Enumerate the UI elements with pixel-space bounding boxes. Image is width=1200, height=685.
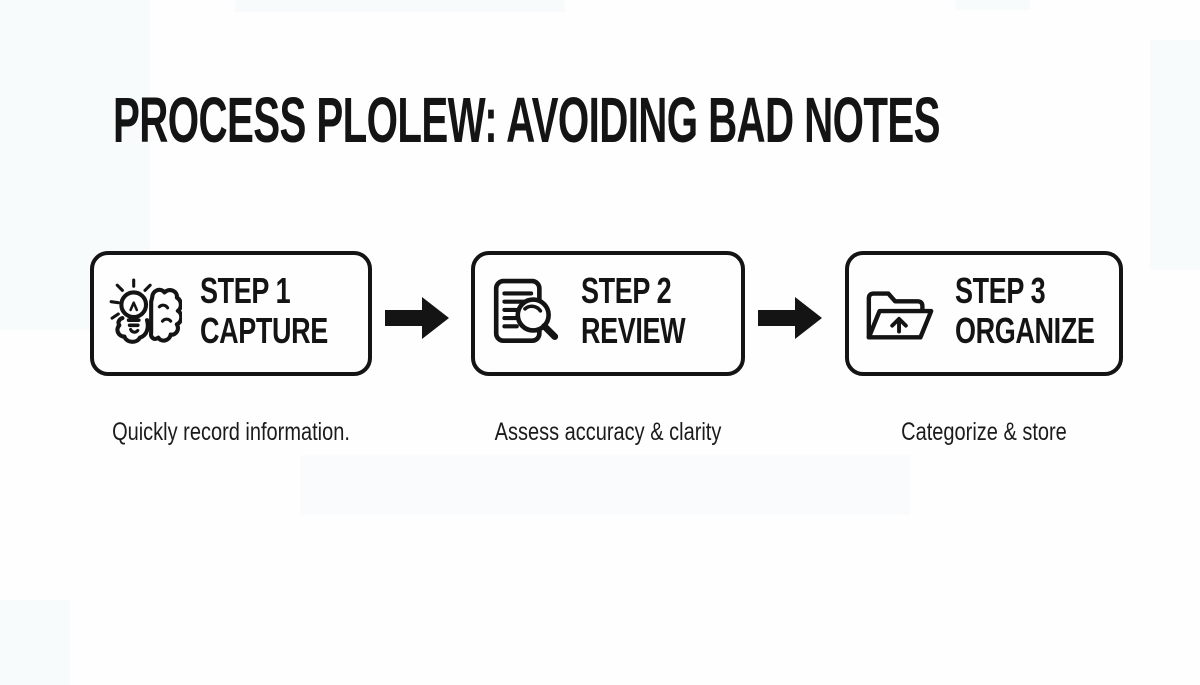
arrow-right-icon	[758, 294, 824, 342]
step-description-review: Assess accuracy & clarity	[494, 418, 722, 446]
background-tint	[1150, 40, 1200, 270]
arrow-right-icon	[385, 294, 451, 342]
background-tint	[235, 0, 565, 12]
lightbulb-brain-icon	[108, 277, 182, 351]
folder-up-arrow-icon	[863, 277, 937, 351]
step-label: STEP 3	[955, 269, 1046, 311]
background-tint	[300, 455, 910, 515]
step-name: CAPTURE	[200, 309, 328, 351]
step-label: STEP 1	[200, 269, 291, 311]
background-tint	[955, 0, 1030, 10]
step-description-organize: Categorize & store	[901, 418, 1067, 446]
document-magnifier-icon	[489, 277, 563, 351]
page-title: PROCESS PLOLEW: AVOIDING BAD NOTES	[113, 84, 940, 156]
step-name: ORGANIZE	[955, 309, 1095, 351]
background-tint	[0, 600, 70, 685]
step-label: STEP 2	[581, 269, 672, 311]
step-box-review: STEP 2 REVIEW	[471, 251, 745, 376]
step-name: REVIEW	[581, 309, 686, 351]
step-description-capture: Quickly record information.	[112, 418, 350, 446]
step-box-organize: STEP 3 ORGANIZE	[845, 251, 1123, 376]
step-box-capture: STEP 1 CAPTURE	[90, 251, 372, 376]
